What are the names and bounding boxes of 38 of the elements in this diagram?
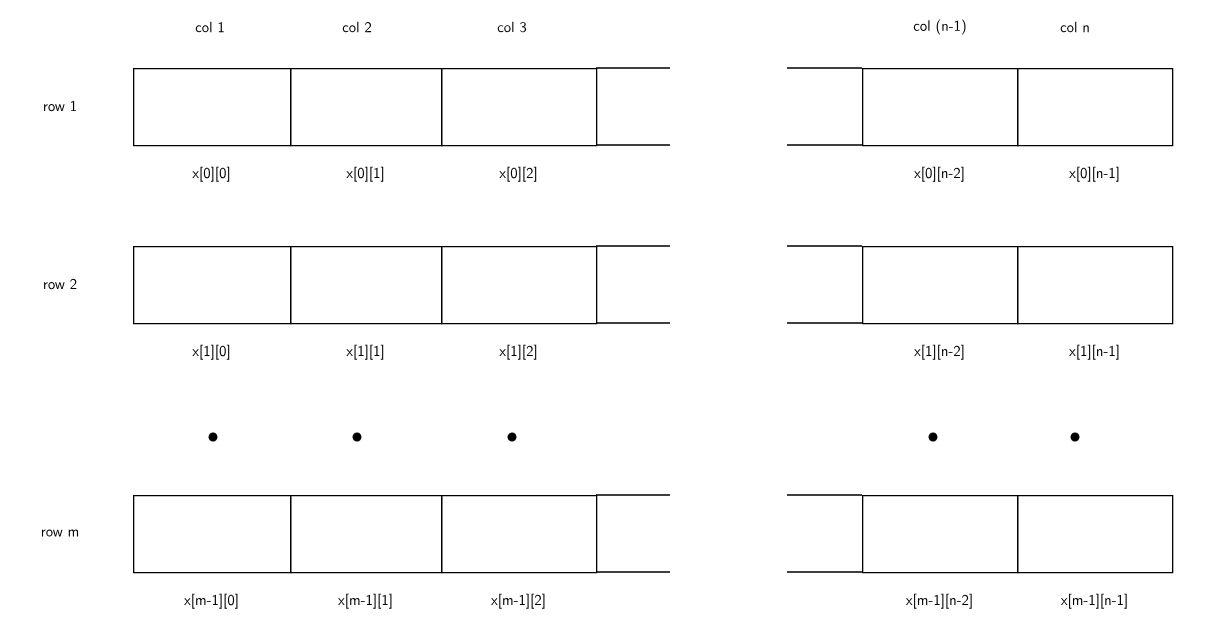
- row-label: row m: [41, 529, 79, 537]
- element-label: x[m-1][n-2]: [905, 593, 972, 609]
- array-cell: [441, 68, 598, 147]
- array-cell: [133, 495, 292, 574]
- array-cell: [441, 495, 598, 574]
- array-cell: [862, 246, 1019, 325]
- row-label: row 2: [44, 278, 77, 290]
- array-cell: [862, 68, 1019, 147]
- column-label: col n: [1060, 21, 1089, 33]
- element-label: x[m-1][2]: [491, 593, 545, 609]
- element-label: x[0][0]: [192, 166, 230, 182]
- array-cell: [441, 246, 598, 325]
- element-label: x[1][2]: [499, 344, 537, 360]
- element-label: x[0][n-2]: [914, 166, 964, 182]
- array-cell: [290, 495, 443, 574]
- array-cell: [290, 68, 443, 147]
- column-label: col 3: [497, 21, 527, 33]
- element-label: x[0][1]: [346, 166, 384, 182]
- array-cell: [1017, 68, 1174, 147]
- element-label: x[m-1][1]: [338, 593, 392, 609]
- array-cell: [133, 246, 292, 325]
- column-label: col 1: [195, 21, 224, 33]
- element-label: x[0][n-1]: [1069, 166, 1119, 182]
- array-cell: [290, 246, 443, 325]
- column-label: col (n-1): [913, 19, 966, 35]
- element-label: x[1][1]: [346, 344, 384, 360]
- element-label: x[m-1][0]: [184, 593, 238, 609]
- array-cell: [133, 68, 292, 147]
- array-cell: [1017, 246, 1174, 325]
- array-cell: [1017, 495, 1174, 574]
- row-label: row 1: [44, 100, 76, 112]
- column-label: col 2: [342, 21, 372, 33]
- array-cell: [862, 495, 1019, 574]
- element-label: x[1][0]: [192, 344, 230, 360]
- element-label: x[1][n-2]: [914, 344, 964, 360]
- element-label: x[m-1][n-1]: [1060, 593, 1127, 609]
- element-label: x[0][2]: [499, 166, 537, 182]
- element-label: x[1][n-1]: [1069, 344, 1119, 360]
